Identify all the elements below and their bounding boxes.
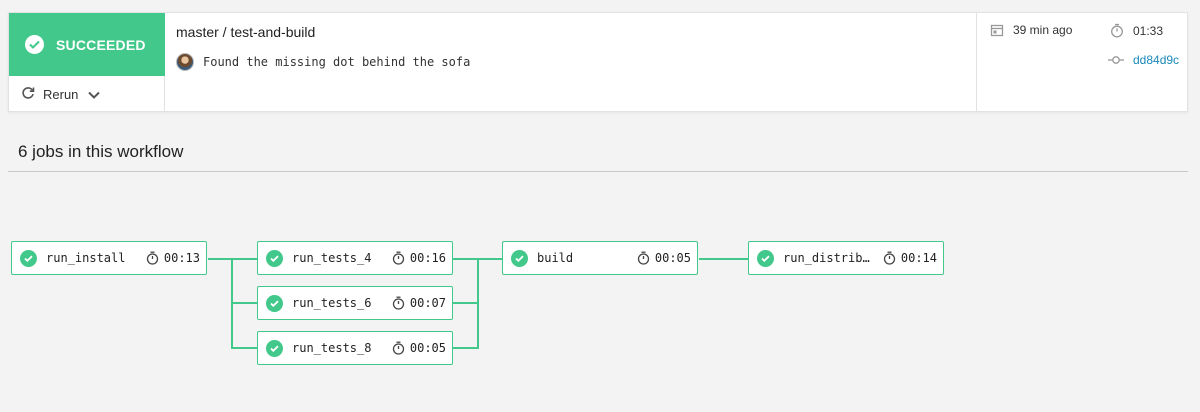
pipeline-info: master / test-and-build Found the missin… — [166, 13, 977, 111]
time-ago: 39 min ago — [990, 23, 1072, 37]
job-duration: 00:05 — [637, 251, 691, 265]
job-duration: 00:14 — [883, 251, 937, 265]
job-duration: 00:13 — [146, 251, 200, 265]
job-name: run_tests_6 — [292, 296, 372, 310]
check-circle-icon — [25, 35, 44, 54]
job-name: build — [537, 251, 574, 265]
chevron-down-icon[interactable] — [88, 87, 101, 102]
commit-sha-link[interactable]: dd84d9c — [1133, 53, 1180, 67]
stopwatch-icon — [146, 251, 159, 265]
job-name: run_install — [46, 251, 126, 265]
commit-icon — [1108, 56, 1124, 64]
stopwatch-icon — [637, 251, 650, 265]
connector-line — [231, 258, 257, 260]
check-circle-icon — [511, 249, 528, 267]
connector-line — [208, 258, 232, 260]
commit-sha: dd84d9c — [1108, 53, 1179, 67]
job-time: 00:07 — [409, 296, 446, 310]
check-circle-icon — [266, 294, 283, 312]
job-build[interactable]: build 00:05 — [502, 241, 698, 275]
status-column: SUCCEEDED Rerun — [9, 13, 165, 111]
job-duration: 00:07 — [392, 296, 446, 310]
stopwatch-icon — [1111, 23, 1123, 38]
pipeline-title[interactable]: master / test-and-build — [176, 24, 316, 40]
connector-line — [453, 347, 478, 349]
stopwatch-icon — [392, 341, 405, 355]
job-time: 00:05 — [409, 341, 446, 355]
check-circle-icon — [20, 249, 37, 267]
check-circle-icon — [266, 339, 283, 357]
job-run-install[interactable]: run_install 00:13 — [11, 241, 207, 275]
divider — [8, 171, 1188, 172]
rerun-label: Rerun — [43, 87, 79, 102]
job-time: 00:16 — [409, 251, 446, 265]
connector-line — [453, 302, 478, 304]
job-duration: 00:16 — [392, 251, 446, 265]
job-time: 00:05 — [654, 251, 691, 265]
job-run-tests-6[interactable]: run_tests_6 00:07 — [257, 286, 453, 320]
job-name: run_tests_4 — [292, 251, 372, 265]
meta-column: 39 min ago 01:33 dd84d9c — [978, 13, 1189, 111]
rerun-button[interactable]: Rerun — [9, 76, 165, 113]
job-run-tests-8[interactable]: run_tests_8 00:05 — [257, 331, 453, 365]
stopwatch-icon — [392, 251, 405, 265]
duration-text: 01:33 — [1133, 23, 1164, 38]
job-name: run_tests_8 — [292, 341, 372, 355]
stopwatch-icon — [883, 251, 896, 265]
job-run-distribute[interactable]: run_distribu… 00:14 — [748, 241, 944, 275]
status-label: SUCCEEDED — [56, 36, 146, 53]
refresh-icon — [21, 86, 35, 103]
stopwatch-icon — [392, 296, 405, 310]
connector-line — [231, 347, 257, 349]
jobs-heading: 6 jobs in this workflow — [18, 142, 184, 161]
job-time: 00:13 — [163, 251, 200, 265]
commit-row: Found the missing dot behind the sofa — [176, 53, 470, 71]
connector-line — [477, 258, 479, 349]
avatar — [176, 53, 194, 71]
job-run-tests-4[interactable]: run_tests_4 00:16 — [257, 241, 453, 275]
connector-line — [453, 258, 478, 260]
check-circle-icon — [266, 249, 283, 267]
status-badge: SUCCEEDED — [9, 13, 165, 76]
commit-message: Found the missing dot behind the sofa — [203, 55, 471, 69]
job-time: 00:14 — [900, 251, 937, 265]
connector-line — [477, 258, 502, 260]
connector-line — [231, 302, 257, 304]
calendar-icon — [990, 24, 1004, 37]
job-duration: 00:05 — [392, 341, 446, 355]
job-name: run_distribu… — [783, 251, 875, 265]
check-circle-icon — [757, 249, 774, 267]
time-ago-text: 39 min ago — [1013, 23, 1073, 37]
workflow-header-card: SUCCEEDED Rerun master / test-and-build … — [8, 12, 1188, 112]
connector-line — [699, 258, 748, 260]
duration: 01:33 — [1110, 23, 1163, 38]
